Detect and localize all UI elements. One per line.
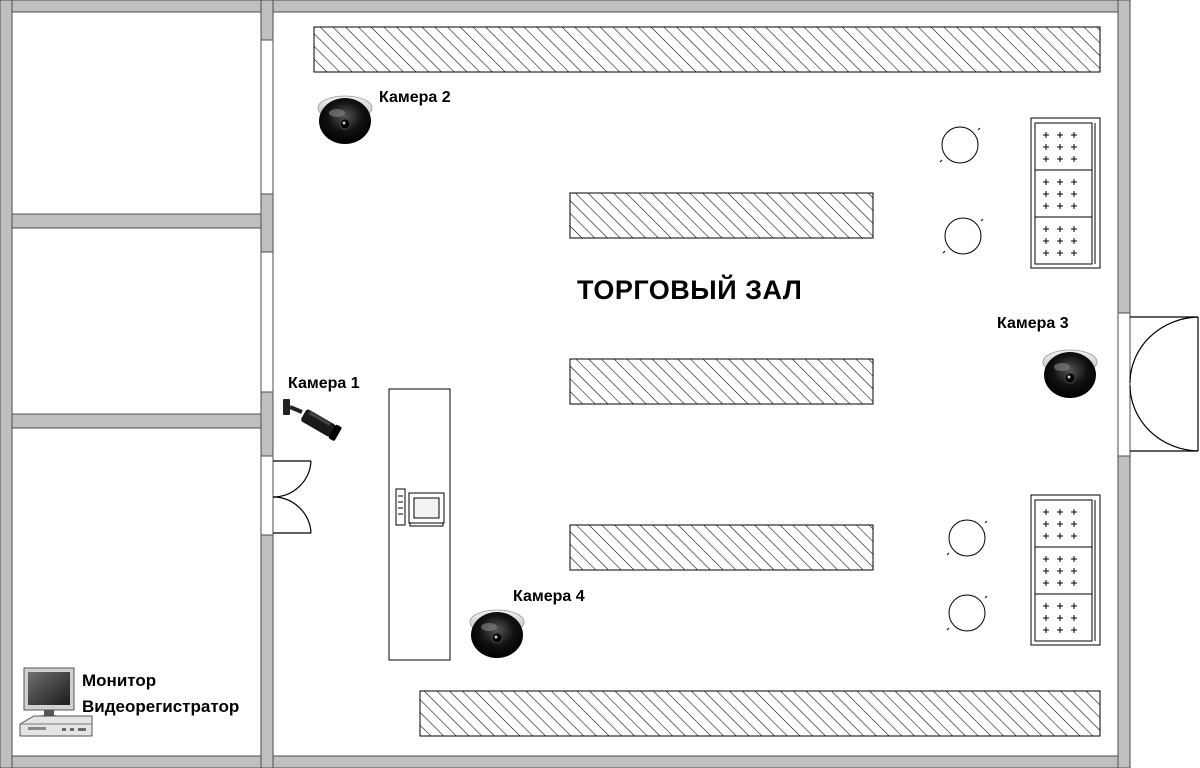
- sofa-bottom: [1030, 494, 1101, 646]
- sofa-stud-icon: [1071, 509, 1077, 515]
- dome-camera-3: [1042, 349, 1098, 398]
- checkout-counter: [388, 388, 451, 661]
- sofa-stud-icon: [1071, 226, 1077, 232]
- sofa-stud-icon: [1071, 191, 1077, 197]
- sofa-stud-icon: [1057, 226, 1063, 232]
- sofa-stud-icon: [1043, 556, 1049, 562]
- sofa-stud-icon: [1043, 250, 1049, 256]
- sofa-stud-icon: [1057, 556, 1063, 562]
- cash-register-icon: [395, 488, 445, 527]
- round-table: [939, 126, 981, 164]
- outer-wall-bottom: [0, 755, 1131, 768]
- round-table: [946, 594, 988, 632]
- bullet-camera-1: [283, 399, 342, 441]
- round-tables: [939, 126, 988, 632]
- shelf: [419, 690, 1101, 737]
- shelf: [569, 358, 874, 405]
- shelf: [569, 524, 874, 571]
- sofa-stud-icon: [1057, 238, 1063, 244]
- sofa-stud-icon: [1057, 521, 1063, 527]
- sofa-stud-icon: [1057, 580, 1063, 586]
- room-divider-wall: [11, 213, 262, 229]
- sofa-stud-icon: [1071, 156, 1077, 162]
- outer-wall-left: [0, 0, 13, 768]
- shelf: [569, 192, 874, 239]
- sofa-stud-icon: [1057, 250, 1063, 256]
- sofa-stud-icon: [1043, 603, 1049, 609]
- double-door-right: [1129, 316, 1199, 452]
- sofa-stud-icon: [1057, 568, 1063, 574]
- walls: [0, 0, 1131, 768]
- shelves: [313, 26, 1101, 737]
- sofa-stud-icon: [1043, 627, 1049, 633]
- sofa-stud-icon: [1043, 156, 1049, 162]
- camera-3-label: Камера 3: [997, 315, 1069, 332]
- sofa-stud-icon: [1043, 568, 1049, 574]
- sofa-stud-icon: [1043, 132, 1049, 138]
- sofa-stud-icon: [1071, 250, 1077, 256]
- sofa-stud-icon: [1043, 580, 1049, 586]
- sofa-stud-icon: [1071, 533, 1077, 539]
- double-door-left: [272, 460, 312, 534]
- partition-wall-segment: [260, 534, 274, 768]
- sofa-stud-icon: [1057, 615, 1063, 621]
- shelf: [313, 26, 1101, 73]
- sofa-stud-icon: [1071, 144, 1077, 150]
- sofa-stud-icon: [1057, 156, 1063, 162]
- hall-title: ТОРГОВЫЙ ЗАЛ: [577, 275, 803, 305]
- sofa-stud-icon: [1057, 179, 1063, 185]
- round-table: [942, 217, 984, 255]
- sofa-stud-icon: [1057, 132, 1063, 138]
- sofa-stud-icon: [1071, 556, 1077, 562]
- outer-wall-top: [0, 0, 1131, 13]
- sofa-stud-icon: [1043, 533, 1049, 539]
- camera-2-label: Камера 2: [379, 89, 451, 106]
- sofa-top: [1030, 117, 1101, 269]
- sofa-stud-icon: [1057, 144, 1063, 150]
- sofa-stud-icon: [1043, 179, 1049, 185]
- sofa-stud-icon: [1071, 603, 1077, 609]
- camera-1-label: Камера 1: [288, 375, 360, 392]
- sofa-stud-icon: [1043, 615, 1049, 621]
- round-table: [946, 519, 988, 557]
- sofa-stud-icon: [1071, 132, 1077, 138]
- camera-4-label: Камера 4: [513, 588, 585, 605]
- sofa-stud-icon: [1057, 203, 1063, 209]
- dome-camera-4: [469, 609, 525, 658]
- monitor-label: Монитор: [82, 671, 157, 690]
- sofa-stud-icon: [1071, 179, 1077, 185]
- sofa-stud-icon: [1071, 580, 1077, 586]
- room-divider-wall: [11, 413, 262, 429]
- sofa-stud-icon: [1043, 238, 1049, 244]
- sofa-stud-icon: [1071, 568, 1077, 574]
- partition-wall-segment: [260, 391, 274, 457]
- video-recorder-icon: [19, 715, 93, 737]
- monitor-icon: [23, 667, 75, 721]
- sofa-stud-icon: [1057, 603, 1063, 609]
- outer-wall-right-lower: [1117, 455, 1131, 768]
- outer-wall-right-upper: [1117, 0, 1131, 314]
- sofa-stud-icon: [1057, 533, 1063, 539]
- sofa-stud-icon: [1057, 509, 1063, 515]
- sofa-stud-icon: [1043, 521, 1049, 527]
- sofa-studs: [1043, 132, 1077, 633]
- sofa-stud-icon: [1071, 521, 1077, 527]
- sofa-stud-icon: [1057, 191, 1063, 197]
- sofa-stud-icon: [1071, 238, 1077, 244]
- door-openings: [260, 40, 1131, 535]
- sofa-stud-icon: [1043, 144, 1049, 150]
- partition-wall-segment: [260, 0, 274, 41]
- partition-wall-segment: [260, 193, 274, 253]
- sofa-stud-icon: [1043, 509, 1049, 515]
- sofa-stud-icon: [1043, 226, 1049, 232]
- sofa-stud-icon: [1071, 627, 1077, 633]
- sofa-stud-icon: [1057, 627, 1063, 633]
- sofa-stud-icon: [1043, 191, 1049, 197]
- sofa-stud-icon: [1071, 615, 1077, 621]
- dome-camera-2: [317, 95, 373, 144]
- recorder-label: Видеорегистратор: [82, 697, 240, 716]
- sofa-stud-icon: [1071, 203, 1077, 209]
- sofa-stud-icon: [1043, 203, 1049, 209]
